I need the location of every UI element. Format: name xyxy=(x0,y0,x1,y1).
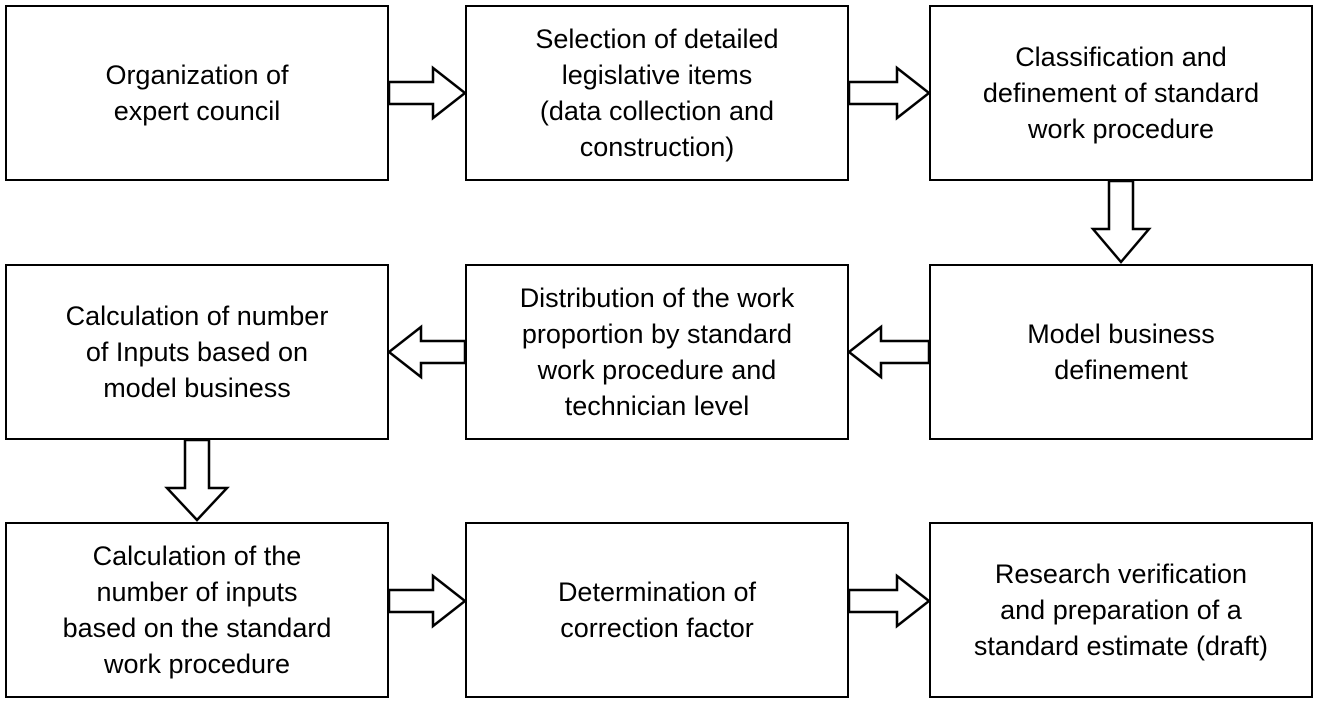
arrow-down-icon xyxy=(1090,179,1152,264)
step-research-verification: Research verification and preparation of… xyxy=(929,522,1313,698)
arrow-right-icon xyxy=(387,65,468,121)
step-calculation-inputs-standard-procedure: Calculation of the number of inputs base… xyxy=(5,522,389,698)
step-distribution-of-work-proportion: Distribution of the work proportion by s… xyxy=(465,264,849,440)
arrow-right-icon xyxy=(387,573,468,629)
arrow-right-icon xyxy=(847,65,932,121)
arrow-left-icon xyxy=(846,324,931,380)
arrow-right-icon xyxy=(847,573,932,629)
step-organization-of-expert-council: Organization of expert council xyxy=(5,5,389,181)
step-selection-of-legislative-items: Selection of detailed legislative items … xyxy=(465,5,849,181)
arrow-left-icon xyxy=(386,324,467,380)
step-calculation-inputs-model-business: Calculation of number of Inputs based on… xyxy=(5,264,389,440)
step-model-business-definement: Model business definement xyxy=(929,264,1313,440)
arrow-down-icon xyxy=(164,438,230,522)
step-classification-of-work-procedure: Classification and definement of standar… xyxy=(929,5,1313,181)
step-determination-of-correction-factor: Determination of correction factor xyxy=(465,522,849,698)
